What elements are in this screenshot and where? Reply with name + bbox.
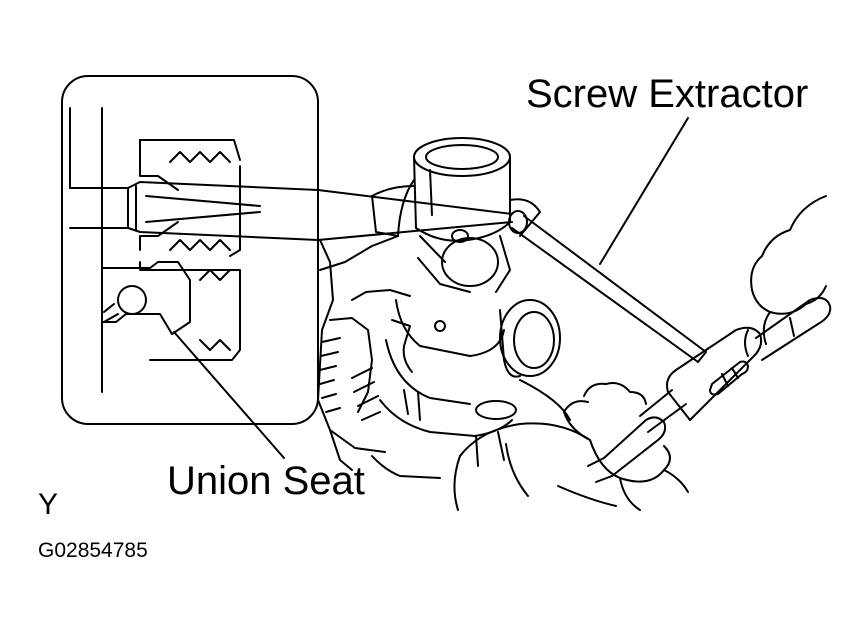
figure-code: G02854785 — [38, 539, 148, 562]
screw-extractor-leader — [600, 118, 688, 264]
union-seat-label: Union Seat — [167, 459, 365, 503]
view-letter: Y — [38, 488, 59, 521]
inset-view — [62, 76, 318, 424]
screw-extractor-shaft — [509, 211, 706, 362]
hands-and-tap-handle — [454, 196, 830, 510]
union-seat-leader — [174, 332, 284, 458]
pump-body — [318, 138, 570, 478]
callout-projection — [318, 190, 512, 240]
leader-lines — [174, 118, 688, 458]
screw-extractor-label: Screw Extractor — [526, 72, 809, 116]
